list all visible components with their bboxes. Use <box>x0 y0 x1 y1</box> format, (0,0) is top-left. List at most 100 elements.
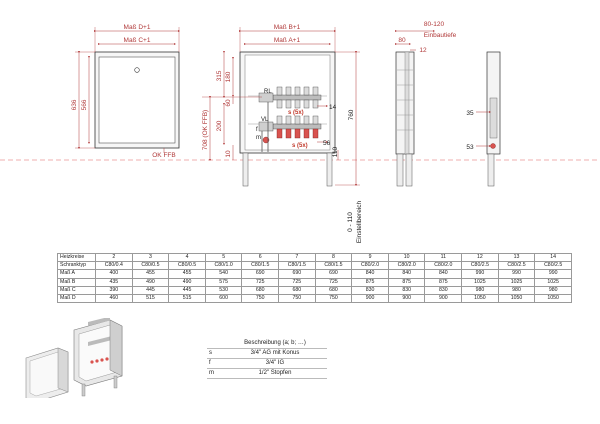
spec-cell: C80/2.0 <box>387 261 426 271</box>
spec-cell: C80/2.5 <box>534 261 572 271</box>
spec-cell: C80/0.5 <box>168 261 206 271</box>
dim-80-120-label: 80-120 <box>424 21 445 28</box>
top-valves <box>276 86 319 109</box>
dim-53-label: 53 <box>466 144 474 151</box>
dim-200-label: 200 <box>216 120 223 131</box>
bottom-connectors <box>276 128 319 139</box>
spec-cell: 435 <box>95 277 133 287</box>
legend-row: m 1/2" Stopfen <box>207 368 327 379</box>
legend-row: f 3/4" IG <box>207 358 327 369</box>
spec-cell: 830 <box>351 285 389 295</box>
spec-cell: 830 <box>424 285 463 295</box>
dim-110-label: 110 <box>332 146 339 157</box>
spec-header-cell: 12 <box>461 252 499 263</box>
spec-header-cell: 6 <box>241 252 280 263</box>
dim-14-label: 14 <box>329 104 337 111</box>
rl-label: RL <box>264 89 272 95</box>
spec-cell: 725 <box>278 277 316 287</box>
spec-cell: C80/1.0 <box>204 261 243 271</box>
spec-cell: 830 <box>387 285 426 295</box>
spec-row-label: Maß C <box>57 285 96 295</box>
spec-cell: 750 <box>314 293 353 304</box>
spec-header-cell: 7 <box>278 252 316 263</box>
spec-cell: 1050 <box>534 293 572 304</box>
spec-cell: 530 <box>204 285 243 295</box>
spec-cell: 400 <box>95 269 133 279</box>
spec-cell: 445 <box>131 285 170 295</box>
spec-header-cell: 3 <box>131 252 170 263</box>
spec-cell: 875 <box>424 277 463 287</box>
spec-cell: 1025 <box>497 277 536 287</box>
section-view: 35 53 <box>466 51 501 187</box>
spec-cell: 575 <box>204 277 243 287</box>
mass-c-label: Maß C+1 <box>124 37 151 44</box>
spec-cell: 680 <box>278 285 316 295</box>
spec-cell: 455 <box>168 269 206 279</box>
spec-cell: 980 <box>534 285 572 295</box>
spec-cell: C80/2.5 <box>497 261 536 271</box>
spec-header-cell: 10 <box>387 252 426 263</box>
side-view: 80-120 Einbautiefe 80 12 <box>395 21 457 187</box>
mass-d-label: Maß D+1 <box>124 24 151 31</box>
spec-row-label: Maß D <box>57 293 96 304</box>
spec-header-cell: 8 <box>314 252 353 263</box>
spec-cell: 980 <box>497 285 536 295</box>
spec-cell: 690 <box>314 269 353 279</box>
dim-adjust-label: 0 - 110 <box>347 212 354 232</box>
spec-cell: C80/0.4 <box>95 261 133 271</box>
spec-cell: 990 <box>497 269 536 279</box>
spec-cell: 690 <box>278 269 316 279</box>
spec-cell: C80/2.5 <box>461 261 499 271</box>
f-label: f <box>256 127 258 133</box>
spec-header-cell: 11 <box>424 252 463 263</box>
mass-a-label: Maß A+1 <box>274 37 301 44</box>
spec-cell: 490 <box>131 277 170 287</box>
spec-cell: 490 <box>168 277 206 287</box>
spec-cell: C80/1.5 <box>314 261 353 271</box>
spec-cell: 445 <box>168 285 206 295</box>
spec-header-cell: 5 <box>204 252 243 263</box>
spec-header-label: Heizkreise <box>57 252 96 263</box>
front-view: Maß D+1 Maß C+1 636 566 OK FFB <box>71 24 180 159</box>
supply-manifold-bar <box>272 123 322 130</box>
spec-cell: 900 <box>351 293 389 304</box>
height-566-label: 566 <box>81 99 88 110</box>
spec-cell: 680 <box>241 285 280 295</box>
dim-760-label: 760 <box>348 109 355 120</box>
spec-cell: 600 <box>204 293 243 304</box>
spec-cell: 1025 <box>461 277 499 287</box>
vl-label: VL <box>261 117 269 123</box>
spec-cell: 900 <box>387 293 426 304</box>
legend-row: s 3/4" AG mit Konus <box>207 348 327 359</box>
spec-cell: C80/2.0 <box>424 261 463 271</box>
spec-cell: 750 <box>241 293 280 304</box>
spec-cell: 390 <box>95 285 133 295</box>
spec-cell: 1050 <box>497 293 536 304</box>
spec-header-cell: 9 <box>351 252 389 263</box>
spec-header-cell: 13 <box>497 252 536 263</box>
manifold-view: RL VL s (5x) s (5x) f m Maß B+1 Maß A+1 … <box>202 24 363 243</box>
spec-cell: 725 <box>314 277 353 287</box>
install-depth-label: Einbautiefe <box>424 32 457 39</box>
right-foot <box>326 152 333 187</box>
legend-title: Beschreibung (a; b; …) <box>223 339 327 349</box>
spec-cell: 460 <box>95 293 133 304</box>
left-foot <box>242 152 249 187</box>
spec-cell: C80/1.5 <box>278 261 316 271</box>
dim-10-label: 10 <box>225 150 232 158</box>
spec-cell: 990 <box>461 269 499 279</box>
spec-cell: 680 <box>314 285 353 295</box>
spec-header-cell: 14 <box>534 252 572 263</box>
spec-cell: 455 <box>131 269 170 279</box>
floor-label: OK FFB <box>152 152 175 159</box>
spec-cell: C80/0.5 <box>131 261 170 271</box>
front-cabinet-door <box>98 56 176 144</box>
spec-header-cell: 4 <box>168 252 206 263</box>
dim-35-label: 35 <box>466 110 474 117</box>
mass-b-label: Maß B+1 <box>274 24 301 31</box>
